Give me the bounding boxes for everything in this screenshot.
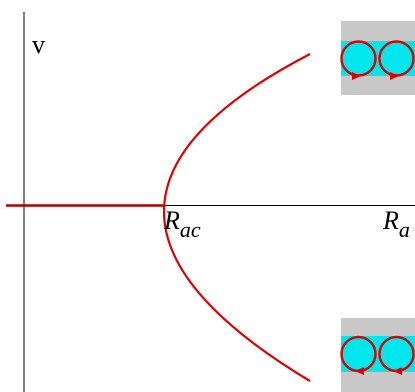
top-roll-left-arrow-icon	[352, 72, 361, 80]
top-roll-right	[378, 40, 415, 77]
bottom-roll-right-arrow-icon	[393, 367, 402, 375]
svg-text:Rac: Rac	[163, 206, 201, 242]
bottom-roll-left	[340, 335, 377, 373]
svg-text:Ra: Ra	[382, 206, 410, 242]
top-roll-left	[340, 40, 377, 77]
critical-label-subscript: ac	[180, 217, 201, 242]
bottom-convection-rolls-inset	[340, 318, 415, 392]
x-axis-label-subscript: a	[399, 217, 410, 242]
x-axis-label: Ra	[382, 206, 410, 242]
top-roll-right-arrow-icon	[390, 72, 399, 80]
y-axis-label: v	[32, 30, 45, 59]
critical-value-label: Rac	[163, 206, 201, 242]
x-axis-label-main: R	[382, 206, 399, 235]
top-convection-rolls-inset	[340, 21, 415, 95]
critical-label-main: R	[163, 206, 180, 235]
bottom-roll-left-arrow-icon	[355, 367, 364, 375]
bottom-roll-right	[378, 335, 415, 373]
pitchfork-branch	[162, 53, 311, 382]
